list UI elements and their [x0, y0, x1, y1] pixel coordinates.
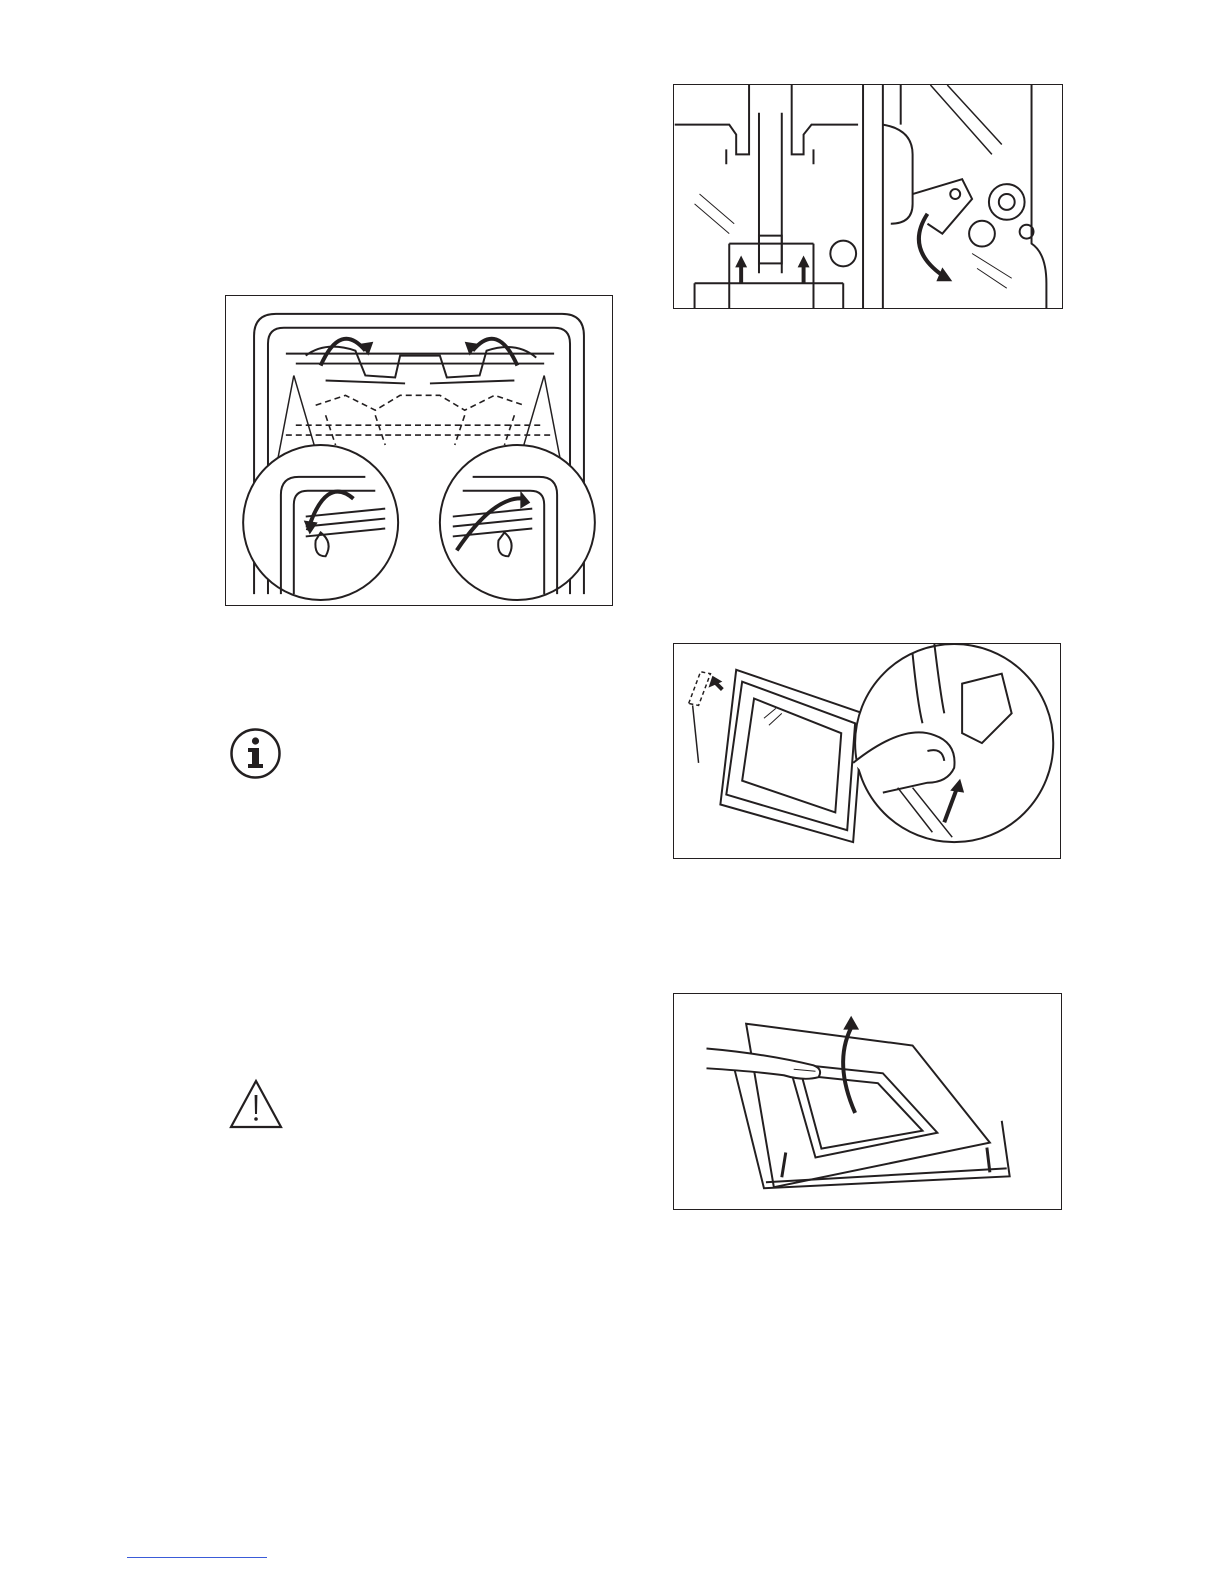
- door-hinge-illustration: [674, 85, 1062, 308]
- oven-grill-illustration: [226, 296, 612, 605]
- door-lift-illustration: [674, 644, 1060, 858]
- footer-link-rule: [127, 1557, 267, 1558]
- figure-shelf-support-removal: [225, 295, 613, 606]
- figure-door-hinge-lever: [673, 84, 1063, 309]
- info-icon: [229, 727, 282, 780]
- glass-panel-removal-illustration: [674, 994, 1061, 1209]
- warning-triangle-icon: [228, 1078, 284, 1130]
- figure-door-removal: [673, 643, 1061, 859]
- figure-door-glass-panel: [673, 993, 1062, 1210]
